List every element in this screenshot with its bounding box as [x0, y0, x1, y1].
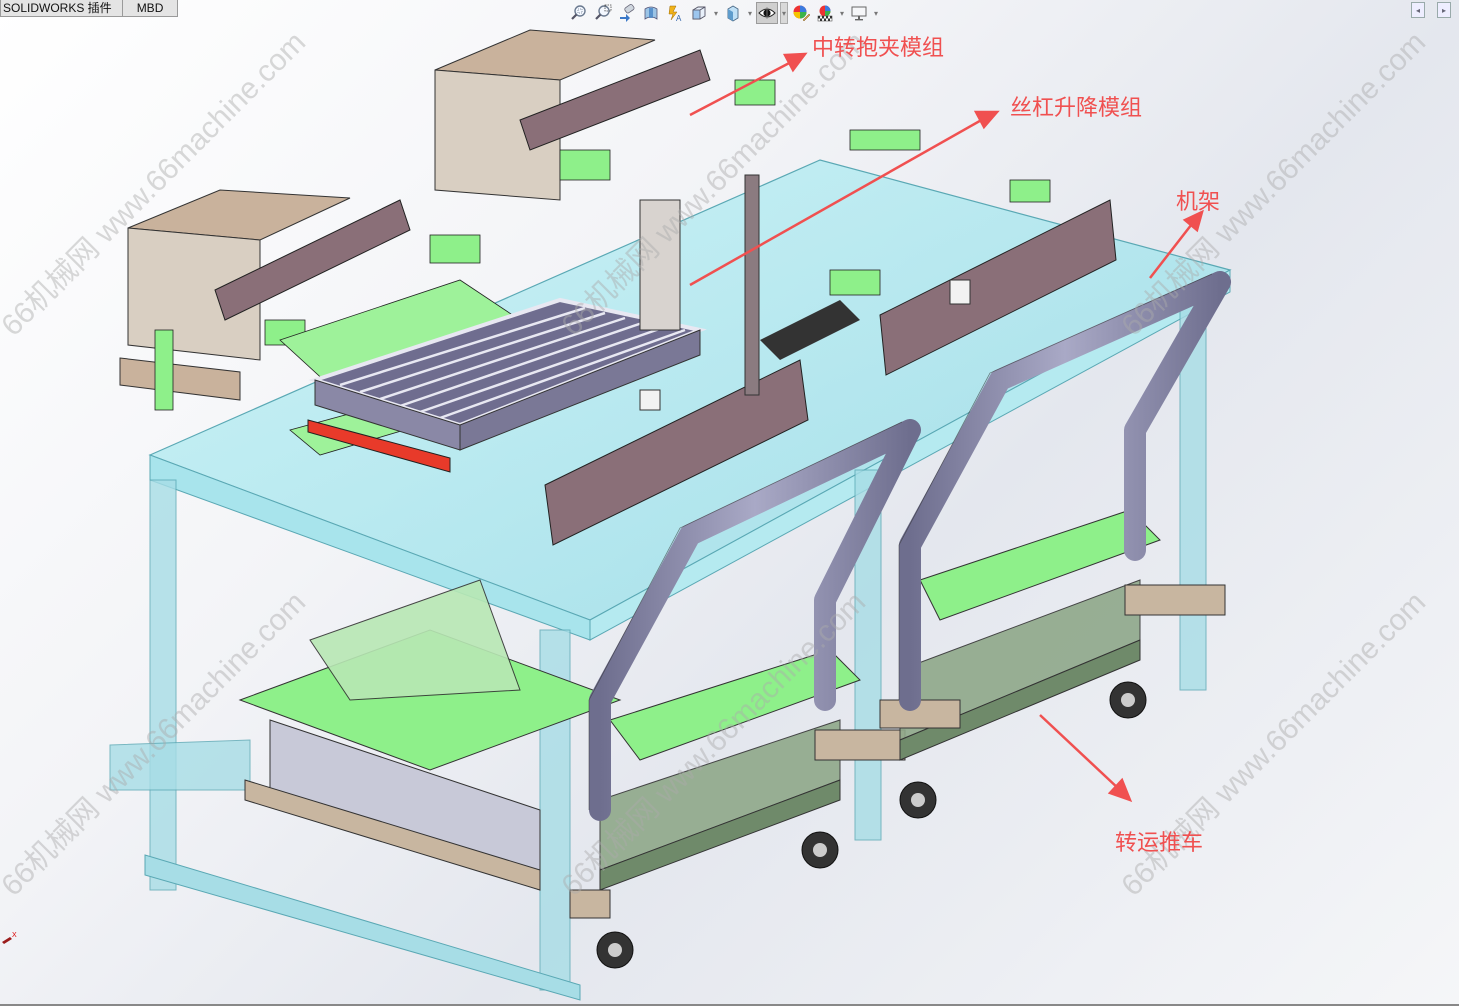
display-style-dropdown[interactable]: ▾: [746, 2, 754, 24]
edit-appearance-button[interactable]: [790, 2, 812, 24]
section-view-icon: [644, 6, 658, 20]
tab-mbd[interactable]: MBD: [122, 0, 179, 17]
view-settings-dropdown[interactable]: ▾: [872, 2, 880, 24]
callout-transfer-cart: 转运推车: [1115, 830, 1204, 855]
hide-show-items-dropdown[interactable]: ▾: [780, 2, 788, 24]
motor-housing-left: [119, 189, 351, 401]
display-style-icon: [727, 5, 739, 22]
motor-housing-right: [434, 29, 656, 201]
cart-handles-outline: [588, 273, 1213, 810]
status-divider: [0, 1004, 1459, 1006]
command-manager-tabs: SOLIDWORKS 插件 MBD: [0, 0, 179, 17]
callout-ballscrew-lift-module: 丝杠升降模组: [1010, 95, 1143, 120]
callout-transfer-clamp-module: 中转抱夹模组: [812, 35, 945, 60]
view-settings-button[interactable]: [848, 2, 870, 24]
view-orientation-button[interactable]: [688, 2, 710, 24]
chevron-down-icon: ▾: [747, 8, 752, 18]
transfer-clamp-module: [214, 49, 1117, 546]
cart-handles: [589, 271, 1231, 821]
chevron-down-icon: ▾: [713, 8, 718, 18]
battery-tray: [308, 297, 707, 451]
view-orientation-icon: [692, 6, 706, 20]
zoom-to-area-icon: [595, 4, 612, 20]
previous-arrow-button[interactable]: ◂: [1411, 2, 1425, 18]
previous-view-button[interactable]: [616, 2, 638, 24]
transfer-cart-right: [879, 509, 1226, 819]
lower-platform: [238, 579, 622, 891]
dynamic-annotation-views-icon: A: [668, 5, 682, 22]
monitor-icon: [851, 6, 867, 21]
next-arrow-button[interactable]: ▸: [1437, 2, 1451, 18]
zoom-to-fit-button[interactable]: [568, 2, 590, 24]
svg-text:A: A: [676, 14, 682, 22]
tab-solidworks-addins[interactable]: SOLIDWORKS 插件: [0, 0, 123, 17]
caret-left-icon: ◂: [1415, 5, 1420, 15]
display-style-button[interactable]: [722, 2, 744, 24]
apply-scene-button[interactable]: [814, 2, 836, 24]
zoom-to-fit-icon: [571, 5, 586, 20]
transfer-cart-left: [569, 649, 906, 969]
svg-text:X: X: [12, 932, 17, 939]
reference-triad-icon: X: [2, 932, 17, 944]
zoom-to-area-button[interactable]: [592, 2, 614, 24]
callout-frame: 机架: [1176, 189, 1221, 214]
chevron-down-icon: ▾: [839, 8, 844, 18]
ballscrew-lift-module: [639, 174, 860, 396]
eye-icon: [758, 7, 776, 19]
edit-appearance-icon: [793, 5, 810, 22]
hide-show-items-button[interactable]: [756, 2, 778, 24]
red-stopper-bar: [307, 419, 451, 473]
section-view-button[interactable]: [640, 2, 662, 24]
view-orientation-dropdown[interactable]: ▾: [712, 2, 720, 24]
chevron-down-icon: ▾: [781, 8, 786, 18]
heads-up-view-toolbar: A ▾ ▾ ▾ ▾ ▾: [568, 0, 880, 26]
dynamic-annotation-button[interactable]: A: [664, 2, 686, 24]
apply-scene-dropdown[interactable]: ▾: [838, 2, 846, 24]
caret-right-icon: ▸: [1441, 5, 1446, 15]
apply-scene-icon: [817, 5, 833, 22]
callout-arrows: [689, 52, 1204, 803]
chevron-down-icon: ▾: [873, 8, 878, 18]
viewport-nav: ◂ ▸: [1411, 2, 1451, 18]
previous-view-icon: [620, 4, 635, 22]
